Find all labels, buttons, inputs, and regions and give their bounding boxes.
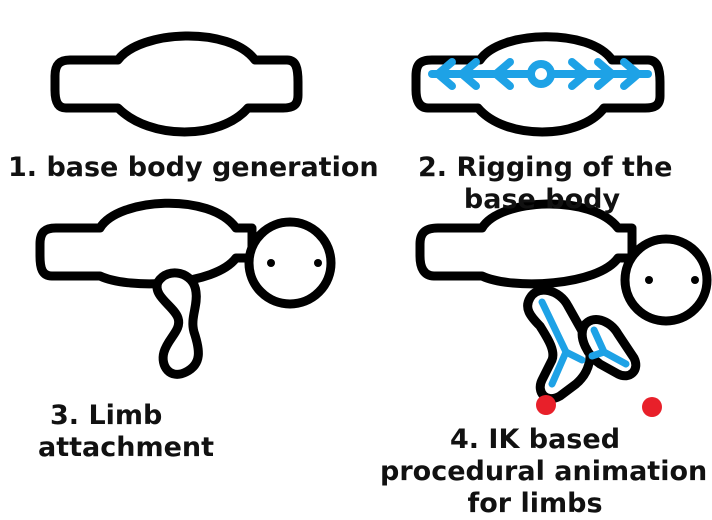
ik-bone-back-branch — [592, 352, 604, 356]
creature-eye-left — [267, 259, 275, 267]
caption-step-4-line-3: for limbs — [380, 488, 690, 520]
creature-eye-right — [314, 259, 322, 267]
ik-target-left — [536, 395, 556, 415]
caption-step-2-line-1: 2. Rigging of the — [418, 152, 666, 184]
caption-step-4-line-1: 4. IK based — [380, 424, 690, 456]
root-joint — [531, 64, 551, 84]
caption-step-2-line-2: base body — [418, 184, 666, 216]
caption-step-3: 3. Limb attachment — [38, 400, 208, 464]
caption-step-1: 1. base body generation — [8, 152, 348, 184]
caption-step-3-line-2: attachment — [38, 432, 208, 464]
panel-4-ik-animation — [420, 204, 707, 417]
attached-limb — [157, 273, 198, 374]
caption-step-1-line-1: 1. base body generation — [8, 152, 348, 184]
base-body-outline — [55, 36, 298, 132]
caption-step-4-line-2: procedural animation — [380, 456, 690, 488]
caption-step-4: 4. IK based procedural animation for lim… — [380, 424, 690, 520]
animated-eye-left — [645, 276, 653, 284]
panel-2-rigged-body — [416, 37, 660, 132]
panel-1-base-body — [55, 36, 298, 132]
caption-step-2: 2. Rigging of the base body — [418, 152, 666, 216]
caption-step-3-line-1: 3. Limb — [38, 400, 208, 432]
animated-eye-right — [691, 276, 699, 284]
body-with-head-outline — [40, 203, 252, 284]
panel-3-limb-attachment — [40, 203, 331, 374]
ik-target-right — [642, 397, 662, 417]
